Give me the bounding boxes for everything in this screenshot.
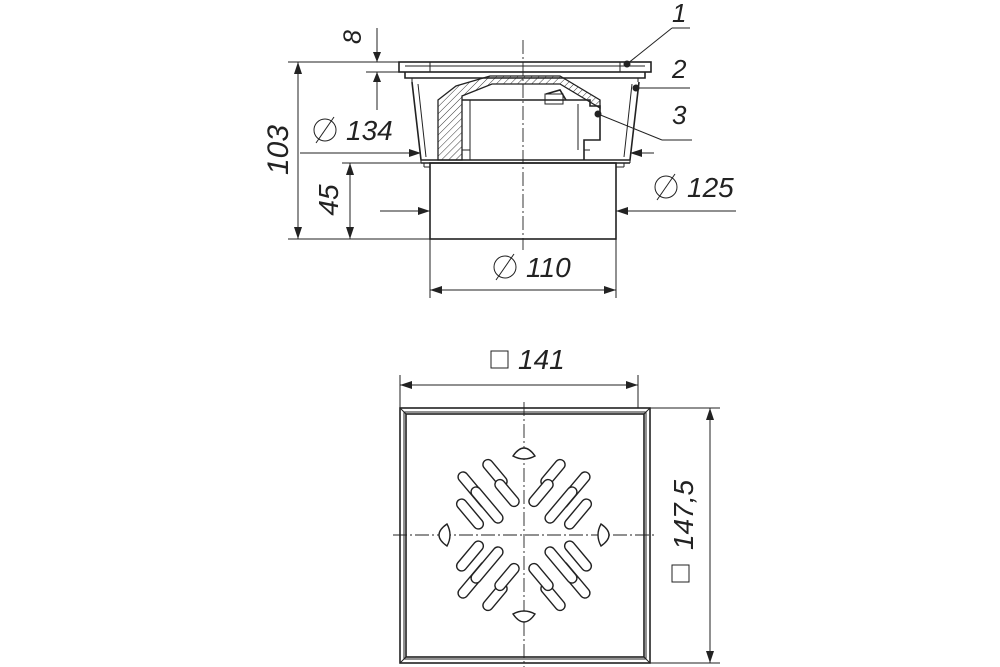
seal-element <box>437 75 601 161</box>
diameter-symbol-icon <box>654 175 678 199</box>
grate-slots <box>455 458 593 612</box>
body-wall <box>411 81 640 161</box>
section-view <box>398 40 652 250</box>
callout-2: 2 <box>671 54 687 84</box>
dim-grate-width: 141 <box>518 344 565 375</box>
plan-dimensions: 141 147,5 <box>399 344 720 664</box>
plan-view <box>393 402 657 667</box>
diameter-125: 125 <box>654 172 734 203</box>
section-dimensions: 8 103 45 134 125 <box>262 28 736 298</box>
diameter-134: 134 <box>313 115 393 146</box>
dim-grate-height: 147,5 <box>668 480 699 550</box>
callouts: 1 2 3 <box>594 0 692 141</box>
callout-3: 3 <box>672 100 687 130</box>
square-symbol-icon <box>671 564 690 583</box>
callout-1: 1 <box>672 0 686 28</box>
diameter-symbol-icon <box>493 255 517 279</box>
dim-flange-thickness: 8 <box>339 30 367 44</box>
square-symbol-icon <box>490 350 509 369</box>
dim-diameter-body: 134 <box>346 115 393 146</box>
dim-diameter-outlet: 110 <box>526 252 571 283</box>
top-flange <box>398 61 652 73</box>
diameter-110: 110 <box>493 252 571 283</box>
dim-diameter-outer: 125 <box>687 172 734 203</box>
diameter-symbol-icon <box>313 118 337 142</box>
grate-outer <box>399 407 651 664</box>
dim-outlet-height: 45 <box>313 184 344 216</box>
dim-total-height: 103 <box>262 125 295 175</box>
